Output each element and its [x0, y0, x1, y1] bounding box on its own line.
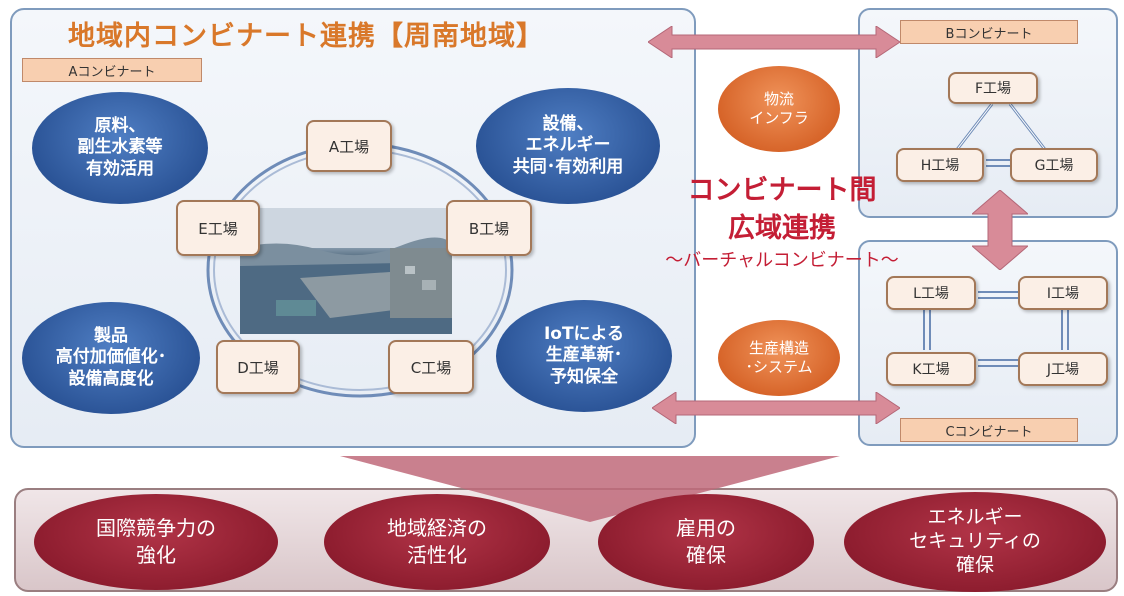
- wide-area-line1: コンビナート間: [687, 175, 877, 206]
- outcome-competitiveness: 国際競争力の 強化: [34, 494, 278, 590]
- benefit-equipment-energy: 設備、 エネルギー 共同･有効利用: [476, 88, 660, 204]
- b-kombinat-label: Bコンビナート: [900, 20, 1078, 44]
- top-link-arrow: [648, 26, 900, 58]
- factory-h: H工場: [896, 148, 984, 182]
- wide-area-subtitle: ～バーチャルコンビナート～: [665, 250, 899, 271]
- factory-c: C工場: [388, 340, 474, 394]
- factory-g: G工場: [1010, 148, 1098, 182]
- down-arrow: [340, 456, 840, 522]
- outcome-energy-security: エネルギー セキュリティの 確保: [844, 492, 1106, 592]
- page-title: 地域内コンビナート連携【周南地域】: [68, 21, 544, 52]
- c-square-links: [923, 291, 1069, 367]
- factory-f: F工場: [948, 72, 1038, 104]
- a-kombinat-label: Aコンビナート: [22, 58, 202, 82]
- factory-k: K工場: [886, 352, 976, 386]
- benefit-iot: IoTによる 生産革新･ 予知保全: [496, 300, 672, 412]
- benefit-products: 製品 高付加価値化･ 設備高度化: [22, 302, 200, 414]
- outcome-employment: 雇用の 確保: [598, 494, 814, 590]
- b-triangle-links: [950, 103, 1052, 167]
- bottom-link-arrow: [652, 392, 900, 424]
- aerial-photo: [240, 208, 452, 334]
- benefit-raw-materials: 原料、 副生水素等 有効活用: [32, 92, 208, 204]
- c-kombinat-panel: [858, 240, 1118, 446]
- factory-j: J工場: [1018, 352, 1108, 386]
- outcome-regional-economy: 地域経済の 活性化: [324, 494, 550, 590]
- factory-d: D工場: [216, 340, 300, 394]
- vertical-link-arrow: [972, 190, 1028, 270]
- production-system: 生産構造 ･システム: [718, 320, 840, 396]
- c-kombinat-label: Cコンビナート: [900, 418, 1078, 442]
- factory-b: B工場: [446, 200, 532, 256]
- factory-l: L工場: [886, 276, 976, 310]
- logistics-infra: 物流 インフラ: [718, 66, 840, 152]
- factory-i: I工場: [1018, 276, 1108, 310]
- factory-a: A工場: [306, 120, 392, 172]
- wide-area-line2: 広域連携: [728, 213, 836, 244]
- factory-e: E工場: [176, 200, 260, 256]
